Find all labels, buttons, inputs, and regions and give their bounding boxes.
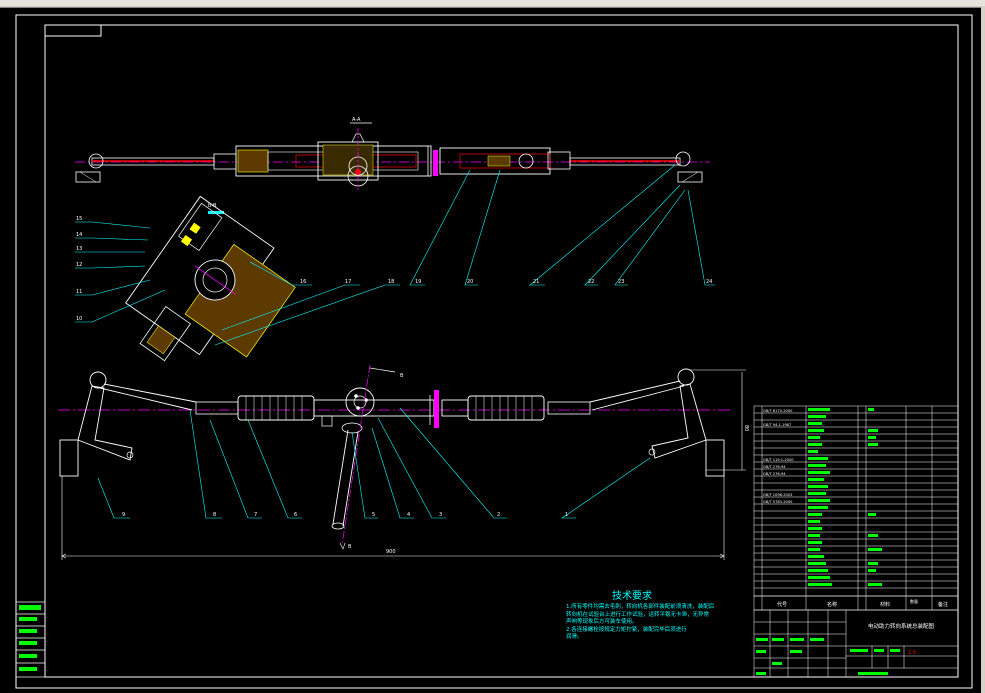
section-mark-b-bottom: B <box>348 544 352 550</box>
svg-text:15: 15 <box>76 216 82 222</box>
svg-text:GB/T 5783-2000: GB/T 5783-2000 <box>763 500 793 504</box>
bom-header-qty: 数量 <box>910 598 918 604</box>
svg-text:14: 14 <box>76 232 82 238</box>
svg-text:21: 21 <box>533 279 539 285</box>
svg-text:GB/T 276-94: GB/T 276-94 <box>763 472 786 476</box>
toolbar-strip <box>0 0 985 8</box>
bom-header-note: 备注 <box>938 601 948 608</box>
svg-text:23: 23 <box>618 279 624 285</box>
section-mark-b-top: B <box>400 373 404 379</box>
svg-text:10: 10 <box>76 316 82 322</box>
svg-text:8: 8 <box>213 512 216 518</box>
bom-header-code: 代号 <box>777 601 787 608</box>
dimension-height: 80 <box>743 425 749 431</box>
svg-text:9: 9 <box>122 512 125 518</box>
svg-text:2: 2 <box>497 512 500 518</box>
tech-requirements-text: 1.所有零件均需去毛刺，转向机各部件装配前须清洗，装配后 转向机在试验台上进行工… <box>566 604 715 640</box>
svg-text:16: 16 <box>300 279 306 285</box>
svg-text:GB/T 6170-2000: GB/T 6170-2000 <box>763 409 793 413</box>
dimension-overall: 900 <box>386 549 396 555</box>
svg-text:20: 20 <box>467 279 473 285</box>
svg-text:6: 6 <box>294 512 297 518</box>
left-strip-boxes <box>15 601 46 678</box>
bom-header-material: 材料 <box>880 601 890 608</box>
callout-leaders-bottom <box>97 407 651 519</box>
svg-text:24: 24 <box>706 279 712 285</box>
svg-text:GB/T 119.1-2000: GB/T 119.1-2000 <box>763 458 794 462</box>
svg-text:7: 7 <box>254 512 257 518</box>
title-block-green-cells <box>756 638 900 675</box>
svg-text:GB/T 276-94: GB/T 276-94 <box>763 465 786 469</box>
svg-text:13: 13 <box>76 246 82 252</box>
tech-requirements-title: 技术要求 <box>612 591 652 602</box>
inner-frame <box>44 24 959 678</box>
callout-leaders-top <box>75 164 715 346</box>
drawing-scale: 1:5 <box>908 650 916 656</box>
front-view: B B <box>58 364 730 550</box>
svg-text:1: 1 <box>565 512 568 518</box>
title-block <box>753 609 959 678</box>
svg-text:19: 19 <box>415 279 421 285</box>
svg-text:GB/T 94.1-1987: GB/T 94.1-1987 <box>763 423 791 427</box>
svg-text:11: 11 <box>76 289 82 295</box>
svg-text:GB/T 1096-2003: GB/T 1096-2003 <box>763 493 792 497</box>
svg-text:17: 17 <box>345 279 351 285</box>
svg-text:3: 3 <box>439 512 442 518</box>
svg-text:18: 18 <box>388 279 394 285</box>
bom-codes: GB/T 6170-2000 GB/T 94.1-1987 GB/T 119.1… <box>763 409 794 504</box>
section-label-bb: B-B <box>208 203 217 209</box>
section-bb-view: B-B <box>125 195 296 362</box>
bom-header-name: 名称 <box>827 601 837 608</box>
bom-name-cells <box>808 408 882 586</box>
drawing-title: 电动助力转向系统总装配图 <box>868 622 935 630</box>
outer-frame <box>15 14 973 689</box>
scrollbar-edge[interactable] <box>981 7 985 693</box>
svg-text:5: 5 <box>372 512 375 518</box>
callout-numbers-bottom: 9 8 7 6 5 4 3 2 1 <box>122 512 568 518</box>
section-aa-view: A-A <box>75 117 710 190</box>
callout-numbers-top: 15 14 13 12 11 10 16 17 18 19 20 21 22 2… <box>76 216 712 322</box>
svg-text:4: 4 <box>407 512 410 518</box>
svg-text:12: 12 <box>76 262 82 268</box>
dimensions <box>61 369 746 560</box>
svg-text:22: 22 <box>588 279 594 285</box>
section-label-aa: A-A <box>352 117 361 123</box>
toolbar-segment[interactable] <box>620 0 985 6</box>
drawing-number-box <box>44 24 102 37</box>
bom-table <box>753 405 959 597</box>
